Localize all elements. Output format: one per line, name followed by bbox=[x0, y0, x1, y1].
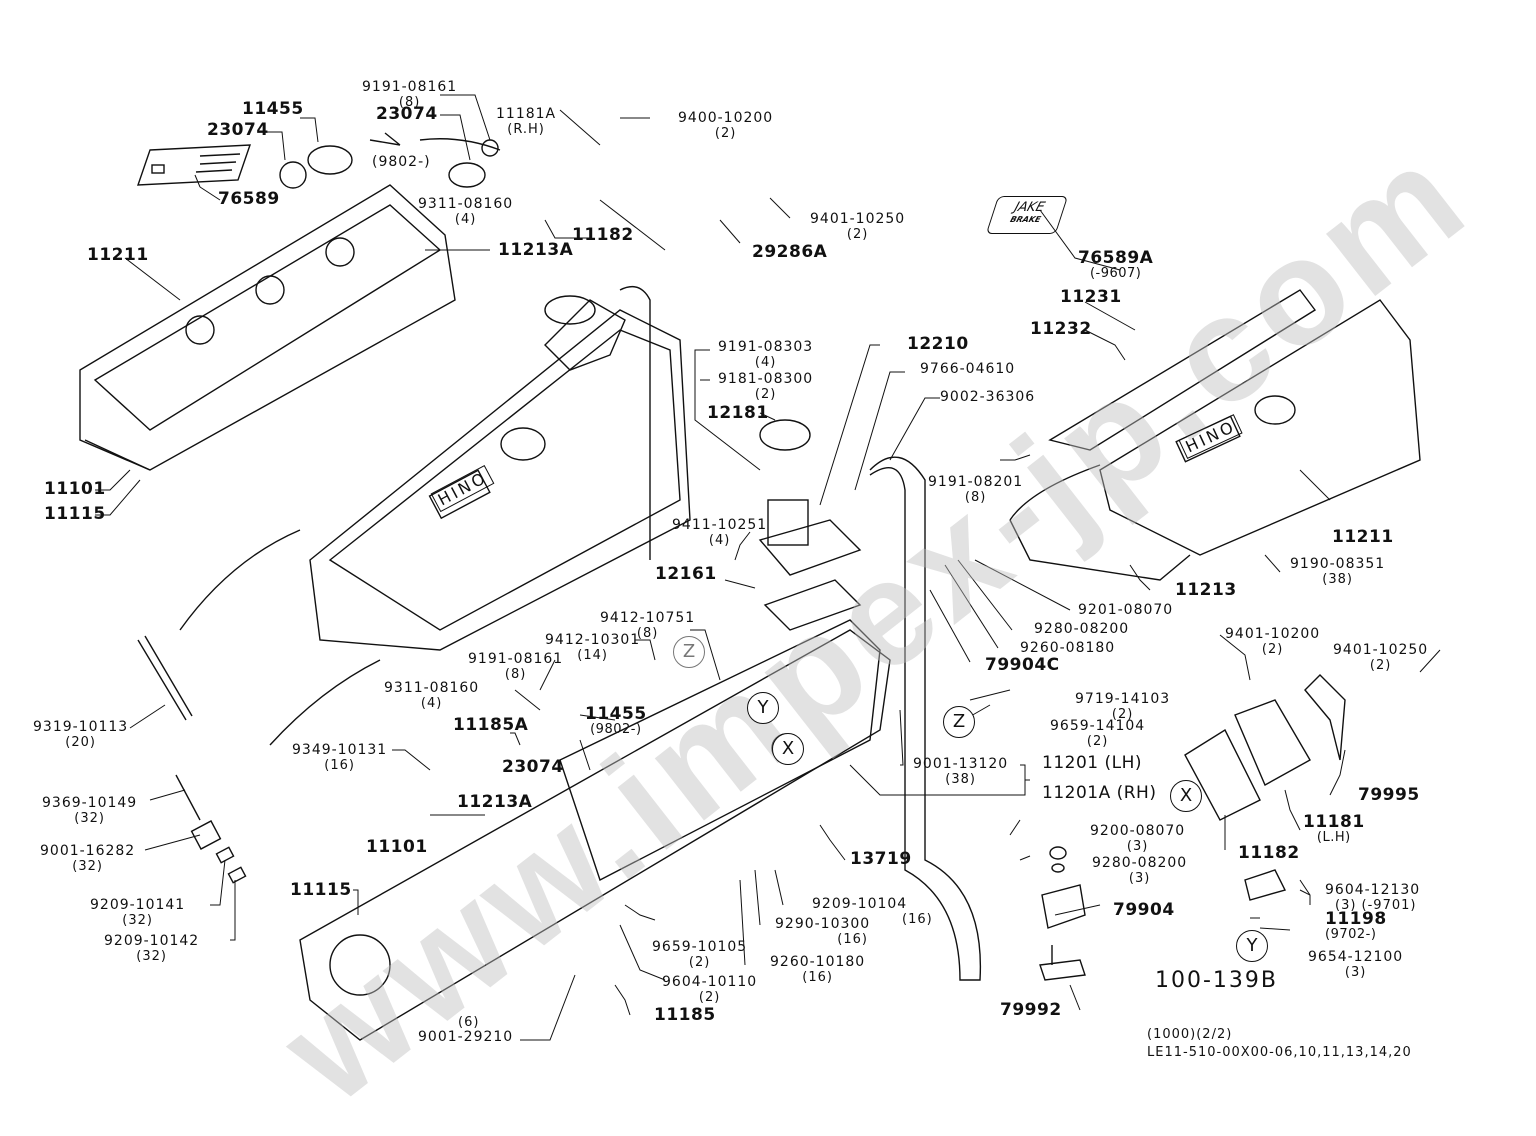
label-9001-29210: (6)9001-29210 bbox=[418, 1015, 514, 1045]
label-9659-14104: 9659-14104(2) bbox=[1050, 718, 1146, 750]
label-9191-08161-top: 9191-08161(8) bbox=[362, 79, 458, 111]
diagram-reference-code: 100-139B bbox=[1155, 968, 1279, 993]
label-9190-08351: 9190-08351(38) bbox=[1290, 556, 1386, 588]
label-9766-04610: 9766-04610 bbox=[920, 361, 1016, 377]
label-11213A-top: 11213A bbox=[498, 240, 574, 260]
label-11181A: 11181A(R.H) bbox=[496, 106, 557, 138]
leader-lines bbox=[95, 94, 1441, 1041]
label-9349-10131: 9349-10131(16) bbox=[292, 742, 388, 774]
label-11101-mid: 11101 bbox=[366, 837, 428, 857]
label-9001-13120: 9001-13120(38) bbox=[913, 756, 1009, 788]
label-9290-10300: 9290-10300(16) bbox=[775, 916, 871, 948]
cylinder-head-upper-drawing bbox=[79, 184, 456, 471]
callout-z-upper: Z bbox=[673, 636, 705, 668]
label-9311-08160-mid: 9311-08160(4) bbox=[384, 680, 480, 712]
label-79992: 79992 bbox=[1000, 1000, 1062, 1020]
label-79904: 79904 bbox=[1113, 900, 1175, 920]
label-9280-08200-mid: 9280-08200 bbox=[1034, 621, 1130, 637]
label-29286A: 29286A bbox=[752, 242, 828, 262]
label-11232: 11232 bbox=[1030, 319, 1092, 339]
label-9412-10301: 9412-10301(14) bbox=[545, 632, 641, 664]
badge-line1: JAKE bbox=[1012, 200, 1047, 215]
label-9659-10105: 9659-10105(2) bbox=[652, 939, 748, 971]
cylinder-block-drawing bbox=[309, 286, 691, 651]
label-23074-top-left: 23074 bbox=[207, 120, 269, 140]
label-11185: 11185 bbox=[654, 1005, 716, 1025]
callout-x-upper: X bbox=[772, 733, 804, 765]
cover-plate-right-drawing bbox=[1184, 674, 1346, 821]
label-9200-08070: 9200-08070(3) bbox=[1090, 823, 1186, 855]
mount-drawing bbox=[1039, 846, 1287, 981]
label-11231: 11231 bbox=[1060, 287, 1122, 307]
label-11201: 11201 (LH) bbox=[1042, 753, 1143, 773]
label-11182-right: 11182 bbox=[1238, 843, 1300, 863]
label-23074-mid: 23074 bbox=[502, 757, 564, 777]
callout-z-lower: Z bbox=[943, 706, 975, 738]
label-11211-right: 11211 bbox=[1332, 527, 1394, 547]
label-9260-10180: 9260-10180(16) bbox=[770, 954, 866, 986]
label-11115-left: 11115 bbox=[44, 504, 106, 524]
label-9604-12130: 9604-12130(3) (-9701) bbox=[1325, 882, 1421, 914]
label-9319-10113: 9319-10113(20) bbox=[33, 719, 129, 751]
label-11185A: 11185A bbox=[453, 715, 529, 735]
footer-model-code: LE11-510-00X00-06,10,11,13,14,20 bbox=[1147, 1045, 1412, 1060]
label-9411-10251: 9411-10251(4) bbox=[672, 517, 768, 549]
label-9191-08161-mid: 9191-08161(8) bbox=[468, 651, 564, 683]
footer-sheet-number: (1000)(2/2) bbox=[1147, 1027, 1233, 1042]
label-plate-drawing bbox=[137, 144, 251, 186]
label-9412-10751: 9412-10751(8) bbox=[600, 610, 696, 642]
label-11213A-mid: 11213A bbox=[457, 792, 533, 812]
label-12161: 12161 bbox=[655, 564, 717, 584]
label-9280-08200-low: 9280-08200(3) bbox=[1092, 855, 1188, 887]
label-9191-08201: 9191-08201(8) bbox=[928, 474, 1024, 506]
label-11181: 11181(L.H) bbox=[1303, 812, 1365, 846]
label-9604-10110: 9604-10110(2) bbox=[662, 974, 758, 1006]
label-11115-mid: 11115 bbox=[290, 880, 352, 900]
studs-drawing bbox=[137, 635, 247, 884]
label-9311-08160-top: 9311-08160(4) bbox=[418, 196, 514, 228]
label-9369-10149: 9369-10149(32) bbox=[42, 795, 138, 827]
label-11101-left: 11101 bbox=[44, 479, 106, 499]
label-11182-top: 11182 bbox=[572, 225, 634, 245]
label-12210: 12210 bbox=[907, 334, 969, 354]
rocker-cover-right-drawing bbox=[1009, 289, 1421, 581]
label-9401-10250-top: 9401-10250(2) bbox=[810, 211, 906, 243]
label-9654-12100: 9654-12100(3) bbox=[1308, 949, 1404, 981]
label-13719: 13719 bbox=[850, 849, 912, 869]
jake-brake-badge: JAKE BRAKE bbox=[985, 196, 1069, 234]
callout-y-lower: Y bbox=[1236, 930, 1268, 962]
label-9191-08303: 9191-08303(4) bbox=[718, 339, 814, 371]
label-79995: 79995 bbox=[1358, 785, 1420, 805]
label-9719-14103: 9719-14103(2) bbox=[1075, 691, 1171, 723]
label-76589: 76589 bbox=[218, 189, 280, 209]
label-11213: 11213 bbox=[1175, 580, 1237, 600]
label-9209-10141: 9209-10141(32) bbox=[90, 897, 186, 929]
label-9401-10250-right: 9401-10250(2) bbox=[1333, 642, 1429, 674]
label-9001-16282: 9001-16282(32) bbox=[40, 843, 136, 875]
label-9802-note-top: (9802-) bbox=[372, 154, 431, 170]
label-9181-08300: 9181-08300(2) bbox=[718, 371, 814, 403]
label-11455-mid: 11455(9802-) bbox=[585, 704, 647, 738]
label-9401-10200: 9401-10200(2) bbox=[1225, 626, 1321, 658]
label-9400-10200: 9400-10200(2) bbox=[678, 110, 774, 142]
label-9209-10104: 9209-10104(16) bbox=[812, 896, 933, 928]
label-11455-top: 11455 bbox=[242, 99, 304, 119]
label-9209-10142: 9209-10142(32) bbox=[104, 933, 200, 965]
label-23074-top-right: 23074 bbox=[376, 104, 438, 124]
badge-line2: BRAKE bbox=[1009, 215, 1043, 224]
label-9260-08180: 9260-08180 bbox=[1020, 640, 1116, 656]
label-11198: 11198(9702-) bbox=[1325, 909, 1387, 943]
label-9201-08070: 9201-08070 bbox=[1078, 602, 1174, 618]
label-11201A: 11201A (RH) bbox=[1042, 783, 1157, 803]
label-79904C: 79904C bbox=[985, 655, 1060, 675]
label-9002-36306: 9002-36306 bbox=[940, 389, 1036, 405]
callout-x-lower: X bbox=[1170, 780, 1202, 812]
label-76589A: 76589A(-9607) bbox=[1078, 248, 1154, 282]
label-12181: 12181 bbox=[707, 403, 769, 423]
callout-y-upper: Y bbox=[747, 692, 779, 724]
oil-filler-drawing bbox=[758, 419, 982, 981]
label-11211-left: 11211 bbox=[87, 245, 149, 265]
